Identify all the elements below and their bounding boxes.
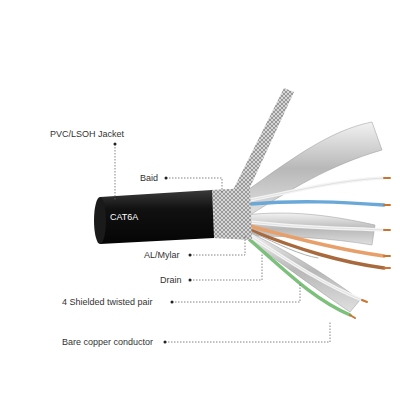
leader-lines (115, 144, 330, 342)
cable-print: CAT6A (110, 212, 138, 223)
twisted-pairs (250, 178, 384, 315)
part-label: AL/Mylar (144, 250, 180, 261)
part-label: Drain (160, 275, 182, 286)
part-label: PVC/LSOH Jacket (50, 129, 124, 140)
leader-dots (114, 143, 192, 344)
part-label: Baid (140, 173, 158, 184)
copper-tips (350, 178, 390, 318)
part-label: 4 Shielded twisted pair (62, 297, 153, 308)
braid (210, 188, 252, 240)
jacket-end (94, 197, 106, 244)
part-label: Bare copper conductor (62, 337, 153, 348)
jacket (100, 190, 214, 244)
